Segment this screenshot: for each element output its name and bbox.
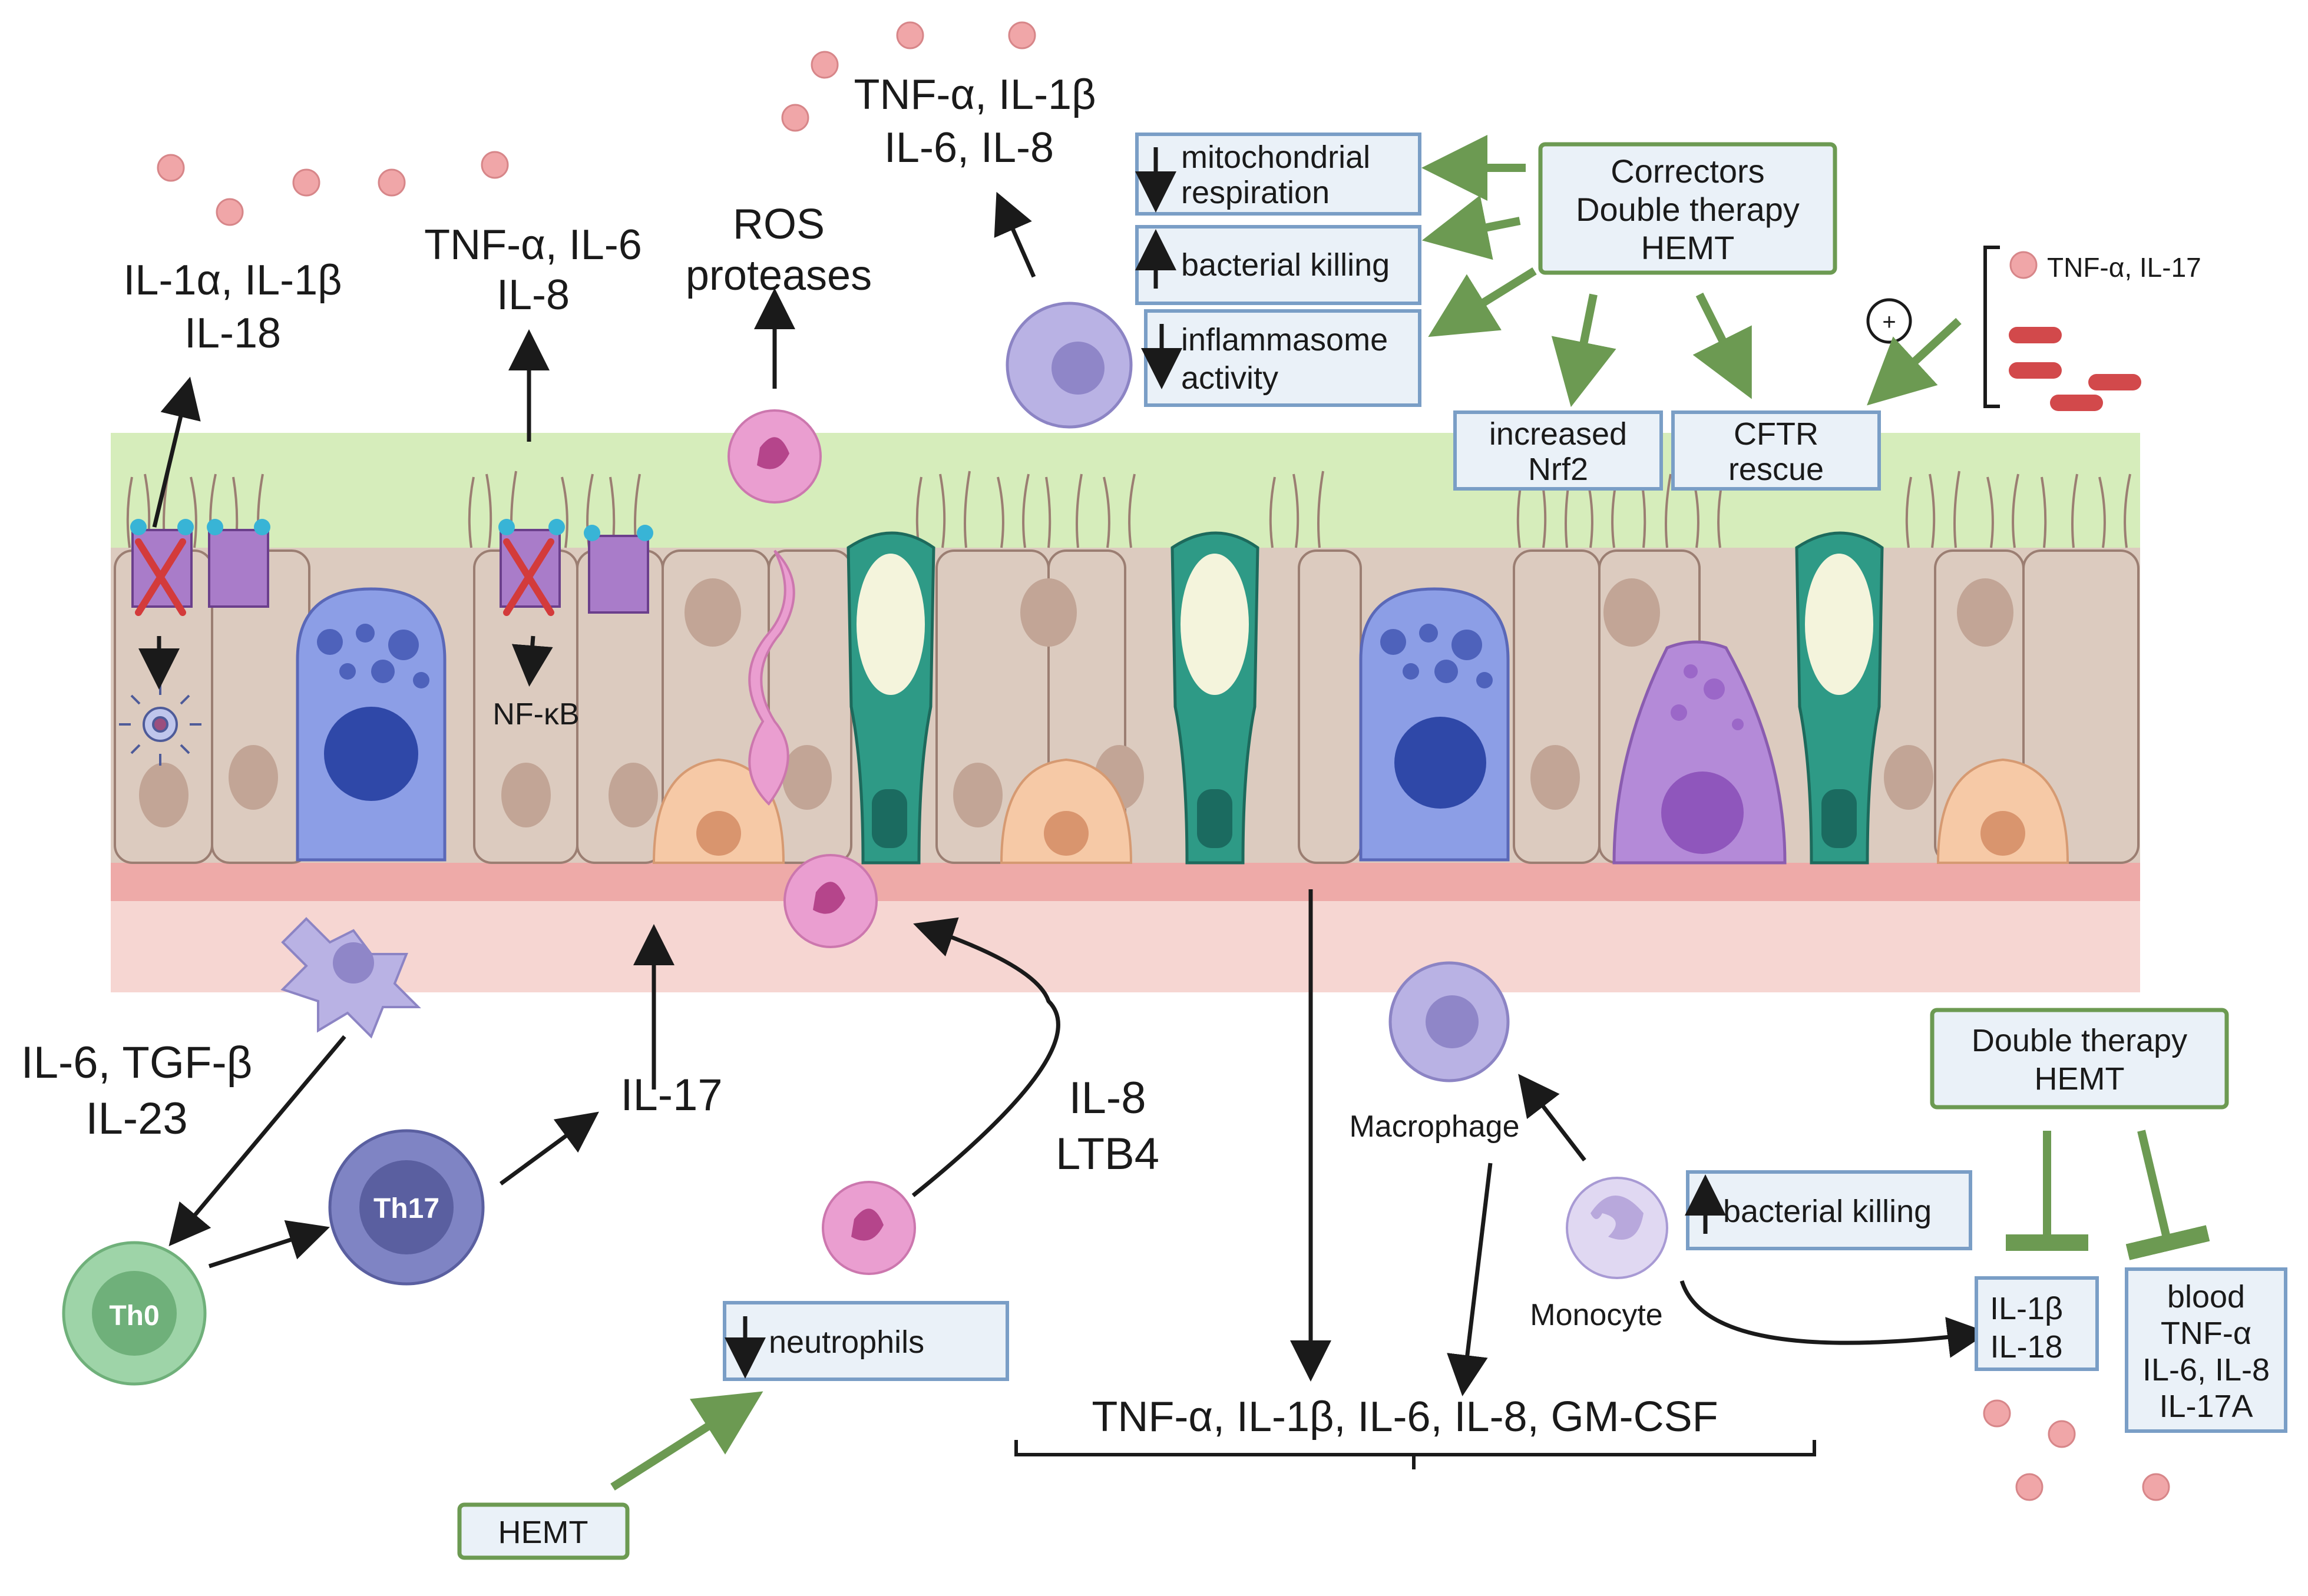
blue-secretory-cell-right — [1359, 587, 1510, 862]
green-arrows — [610, 135, 1962, 1491]
svg-text:IL-6, IL-8: IL-6, IL-8 — [2142, 1352, 2270, 1388]
cross-icon — [503, 538, 554, 616]
goblet-cell-2 — [1170, 531, 1259, 865]
svg-text:Nrf2: Nrf2 — [1528, 452, 1588, 487]
box-bacterial-killing-top: bacterial killing — [1135, 225, 1421, 305]
goblet-cell-3 — [1795, 531, 1884, 865]
svg-text:IL-1β: IL-1β — [1990, 1291, 2063, 1326]
svg-text:HEMT: HEMT — [1641, 229, 1735, 266]
th17-cell: Th17 — [328, 1129, 485, 1286]
macrophage-bottom — [1388, 961, 1510, 1082]
cytokine-dots — [157, 21, 2170, 1501]
label-il8: IL-8 — [1069, 1073, 1146, 1123]
svg-text:Double therapy: Double therapy — [1972, 1023, 2187, 1058]
cilia — [126, 471, 2131, 548]
svg-text:bacterial killing: bacterial killing — [1723, 1194, 1932, 1229]
box-il1b-il18: IL-1β IL-18 — [1975, 1276, 2099, 1371]
bottom-bracket — [1014, 1440, 1816, 1469]
box-increased-nrf2: increased Nrf2 — [1453, 410, 1663, 491]
box-hemt: HEMT — [457, 1502, 630, 1560]
purple-cell — [1612, 640, 1787, 865]
label-monocyte: Monocyte — [1530, 1298, 1662, 1332]
label-il6-tgfb: IL-6, TGF-β — [21, 1038, 253, 1088]
label-nfkb: NF-κB — [492, 697, 579, 731]
box-double-therapy: Double therapy HEMT — [1930, 1008, 2229, 1110]
label-il8-top: IL-8 — [497, 271, 570, 319]
cross-icon — [135, 538, 186, 616]
dendritic-cell — [280, 917, 421, 1039]
svg-text:Double therapy: Double therapy — [1576, 191, 1800, 228]
epithelial-nuclei — [139, 578, 2013, 827]
svg-text:blood: blood — [2167, 1279, 2245, 1314]
basal-nuclei — [696, 811, 2025, 856]
bacteria-icon — [2009, 327, 2141, 411]
svg-text:inflammasome: inflammasome — [1181, 322, 1388, 357]
th17-label: Th17 — [373, 1193, 439, 1224]
label-ros: ROS — [733, 201, 825, 248]
th0-label: Th0 — [109, 1300, 159, 1332]
svg-text:respiration: respiration — [1181, 175, 1330, 210]
bacteria-bracket — [1983, 246, 2000, 408]
box-correctors: Correctors Double therapy HEMT — [1538, 142, 1837, 275]
svg-text:IL-17A: IL-17A — [2159, 1389, 2253, 1424]
cftr-channel-left — [130, 519, 270, 616]
label-tnfa-il1b-top: TNF-α, IL-1β — [854, 71, 1096, 118]
label-tnfa-il6: TNF-α, IL-6 — [424, 221, 642, 269]
label-il17: IL-17 — [620, 1070, 722, 1120]
svg-text:HEMT: HEMT — [2035, 1061, 2125, 1097]
label-il23: IL-23 — [85, 1094, 187, 1144]
blue-secretory-cell-left — [296, 587, 447, 862]
label-macrophage: Macrophage — [1349, 1110, 1519, 1144]
submucosa-layer — [111, 901, 2140, 992]
basement-membrane — [111, 863, 2140, 901]
th0-cell: Th0 — [62, 1241, 207, 1386]
label-proteases: proteases — [686, 252, 872, 299]
plus-icon: + — [1866, 298, 1912, 344]
svg-text:neutrophils: neutrophils — [769, 1325, 924, 1360]
box-neutrophils: neutrophils — [723, 1301, 1009, 1381]
goblet-cell-1 — [847, 531, 935, 865]
label-il1a-il1b: IL-1α, IL-1β — [123, 257, 342, 304]
svg-text:activity: activity — [1181, 360, 1278, 396]
box-blood-cytokines: blood TNF-α IL-6, IL-8 IL-17A — [2125, 1267, 2287, 1433]
cytokine-labels: IL-1α, IL-1β IL-18 TNF-α, IL-6 IL-8 ROS … — [21, 71, 2201, 1441]
svg-text:CFTR: CFTR — [1734, 416, 1818, 452]
label-il18: IL-18 — [184, 310, 281, 357]
svg-text:rescue: rescue — [1728, 452, 1824, 487]
label-tnfa-il17-small: TNF-α, IL-17 — [2047, 252, 2201, 283]
cftr-channel-middle — [498, 519, 653, 616]
svg-text:HEMT: HEMT — [498, 1515, 588, 1550]
box-inflammasome-activity: inflammasome activity — [1141, 309, 1421, 407]
svg-text:Correctors: Correctors — [1611, 153, 1764, 190]
svg-text:IL-18: IL-18 — [1990, 1329, 2062, 1365]
black-arrows — [138, 191, 1989, 1396]
svg-text:bacterial killing: bacterial killing — [1181, 247, 1390, 283]
svg-text:+: + — [1882, 309, 1896, 335]
label-ltb4: LTB4 — [1056, 1129, 1159, 1179]
macrophage-top — [1006, 302, 1133, 429]
box-cftr-rescue: CFTR rescue — [1671, 410, 1881, 491]
transmigrating-neutrophil — [728, 409, 878, 948]
svg-text:increased: increased — [1489, 416, 1627, 452]
monocyte — [1566, 1177, 1668, 1279]
green-inhibition-lines — [2006, 1130, 2210, 1260]
box-bacterial-killing-bottom: bacterial killing — [1685, 1170, 1972, 1250]
svg-text:mitochondrial: mitochondrial — [1181, 140, 1370, 175]
box-mitochondrial-respiration: mitochondrial respiration — [1135, 133, 1421, 216]
svg-text:TNF-α: TNF-α — [2161, 1316, 2251, 1351]
label-il6-il8-top: IL-6, IL-8 — [884, 124, 1054, 171]
label-bottom-cytokines: TNF-α, IL-1β, IL-6, IL-8, GM-CSF — [1092, 1393, 1718, 1441]
neutrophil-bottom — [822, 1181, 916, 1275]
